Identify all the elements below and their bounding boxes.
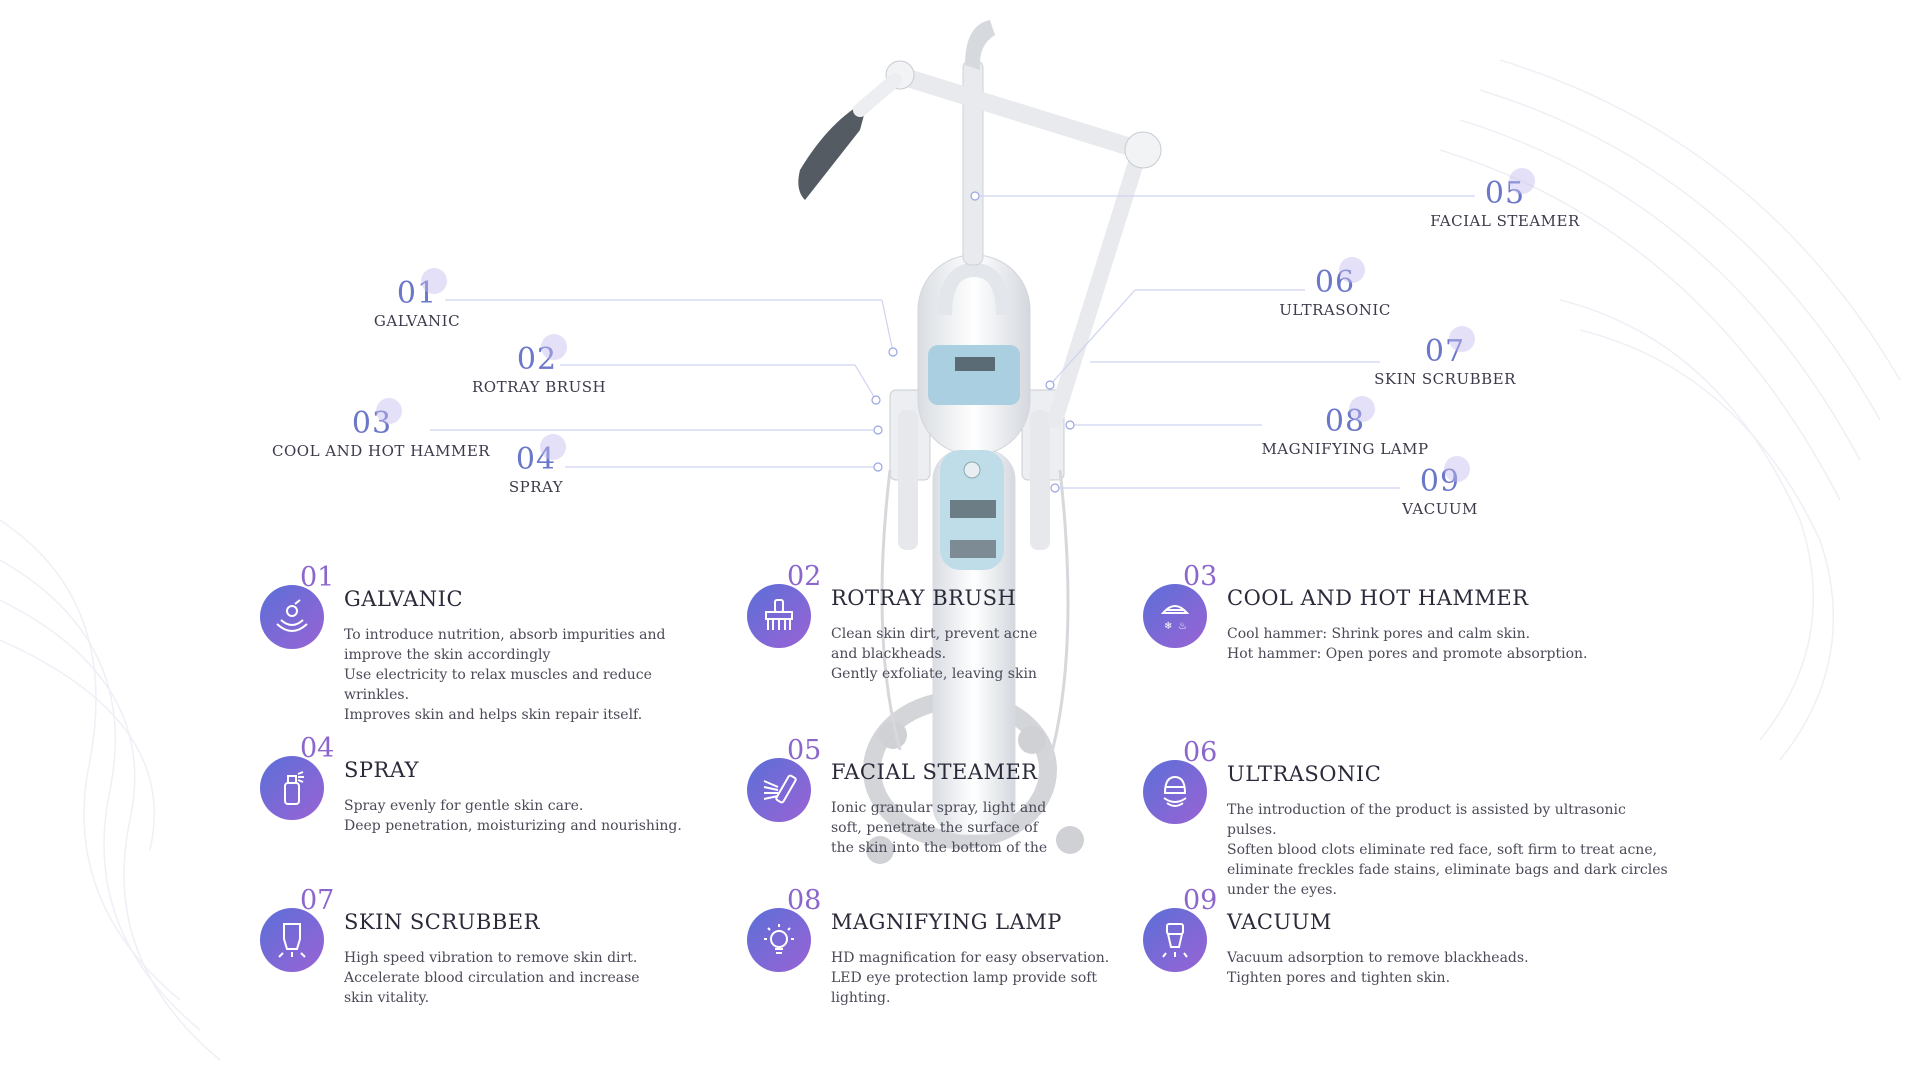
description-line: LED eye protection lamp provide soft lig… <box>831 970 1098 1006</box>
feature-number: 03 <box>1183 561 1218 592</box>
callout-number: 09 <box>1420 456 1471 498</box>
description-line: To introduce nutrition, absorb impuritie… <box>344 627 666 663</box>
feature-title: COOL AND HOT HAMMER <box>1227 586 1529 610</box>
description-line: HD magnification for easy observation. <box>831 950 1110 966</box>
steamer-icon <box>747 758 811 822</box>
description-line: Use electricity to relax muscles and red… <box>344 667 652 703</box>
description-line: The introduction of the product is assis… <box>1227 802 1626 838</box>
feature-description: Clean skin dirt, prevent acne and blackh… <box>831 624 1061 684</box>
callout-02: 02 ROTRAY BRUSH <box>472 334 607 396</box>
callout-08: 08 MAGNIFYING LAMP <box>1255 396 1435 458</box>
description-line: Tighten pores and tighten skin. <box>1227 970 1451 986</box>
feature-title: SKIN SCRUBBER <box>344 910 540 934</box>
feature-description: To introduce nutrition, absorb impuritie… <box>344 625 674 725</box>
callout-03: 03 COOL AND HOT HAMMER <box>272 398 491 460</box>
callout-number: 07 <box>1425 326 1476 368</box>
feature-title: SPRAY <box>344 758 420 782</box>
description-line: Soften blood clots eliminate red face, s… <box>1227 842 1668 898</box>
callout-label: ROTRAY BRUSH <box>472 378 607 396</box>
feature-number: 07 <box>300 885 335 916</box>
feature-description: Ionic granular spray, light and soft, pe… <box>831 798 1061 858</box>
callout-number: 01 <box>397 268 448 310</box>
description-line: High speed vibration to remove skin dirt… <box>344 950 638 966</box>
description-line: Spray evenly for gentle skin care. <box>344 798 584 814</box>
lamp-icon <box>747 908 811 972</box>
feature-title: GALVANIC <box>344 587 464 611</box>
feature-description: Spray evenly for gentle skin care. Deep … <box>344 796 704 836</box>
callout-number: 03 <box>352 398 403 440</box>
feature-title: ULTRASONIC <box>1227 762 1382 786</box>
callout-label: ULTRASONIC <box>1279 301 1391 319</box>
feature-description: Cool hammer: Shrink pores and calm skin.… <box>1227 624 1647 664</box>
callout-label: SPRAY <box>508 478 564 496</box>
hammer-icon: ❄♨ <box>1143 584 1207 648</box>
description-line: Deep penetration, moisturizing and nouri… <box>344 818 682 834</box>
description-line: Accelerate blood circulation and increas… <box>344 970 640 1006</box>
spray-bottle-icon <box>260 756 324 820</box>
description-line: Hot hammer: Open pores and promote absor… <box>1227 646 1588 662</box>
ultrasonic-icon <box>1143 760 1207 824</box>
description-line: Clean skin dirt, prevent acne and blackh… <box>831 626 1038 662</box>
callout-number: 06 <box>1315 257 1366 299</box>
callout-06: 06 ULTRASONIC <box>1270 257 1400 319</box>
callout-09: 09 VACUUM <box>1395 456 1485 518</box>
svg-text:❄: ❄ <box>1164 621 1172 632</box>
description-line: Gently exfoliate, leaving skin <box>831 666 1037 682</box>
galvanic-icon <box>260 585 324 649</box>
vacuum-icon <box>1143 908 1207 972</box>
feature-title: VACUUM <box>1227 910 1332 934</box>
feature-number: 05 <box>787 735 822 766</box>
callout-number: 05 <box>1485 168 1536 210</box>
callout-label: MAGNIFYING LAMP <box>1261 440 1429 458</box>
callout-05: 05 FACIAL STEAMER <box>1430 168 1580 230</box>
feature-number: 06 <box>1183 737 1218 768</box>
callout-number: 04 <box>516 434 567 476</box>
callout-label: VACUUM <box>1402 500 1478 518</box>
description-line: Cool hammer: Shrink pores and calm skin. <box>1227 626 1531 642</box>
feature-description: The introduction of the product is assis… <box>1227 800 1677 900</box>
feature-description: Vacuum adsorption to remove blackheads. … <box>1227 948 1557 988</box>
brush-icon <box>747 584 811 648</box>
feature-description: HD magnification for easy observation. L… <box>831 948 1111 1008</box>
scrubber-icon <box>260 908 324 972</box>
callout-number: 02 <box>517 334 568 376</box>
description-line: Ionic granular spray, light and soft, pe… <box>831 800 1048 856</box>
callout-label: GALVANIC <box>373 312 461 330</box>
feature-number: 01 <box>300 562 335 593</box>
callout-label: COOL AND HOT HAMMER <box>272 442 491 460</box>
feature-title: ROTRAY BRUSH <box>831 586 1017 610</box>
feature-number: 04 <box>300 733 335 764</box>
feature-description: High speed vibration to remove skin dirt… <box>344 948 644 1008</box>
callout-07: 07 SKIN SCRUBBER <box>1370 326 1520 388</box>
feature-number: 09 <box>1183 885 1218 916</box>
feature-number: 08 <box>787 885 822 916</box>
feature-title: FACIAL STEAMER <box>831 760 1038 784</box>
callout-number: 08 <box>1325 396 1376 438</box>
feature-title: MAGNIFYING LAMP <box>831 910 1062 934</box>
description-line: Vacuum adsorption to remove blackheads. <box>1227 950 1529 966</box>
svg-text:♨: ♨ <box>1178 621 1187 632</box>
callout-label: SKIN SCRUBBER <box>1374 370 1516 388</box>
callout-04: 04 SPRAY <box>496 434 576 496</box>
feature-number: 02 <box>787 561 822 592</box>
callout-label: FACIAL STEAMER <box>1430 212 1580 230</box>
callout-01: 01 GALVANIC <box>372 268 462 330</box>
description-line: Improves skin and helps skin repair itse… <box>344 707 643 723</box>
